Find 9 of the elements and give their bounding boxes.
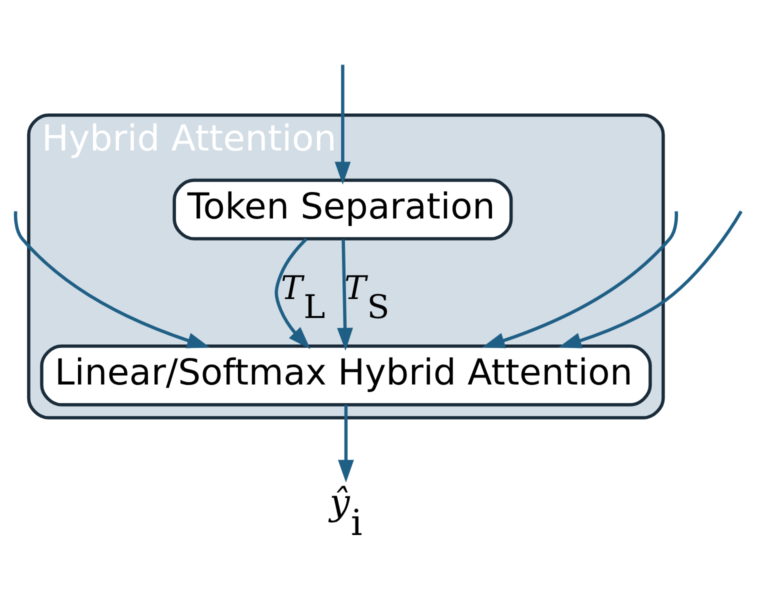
- arrow: [334, 64, 351, 184]
- arrow: [337, 238, 354, 350]
- arrow: [482, 210, 678, 348]
- arrow: [14, 210, 210, 348]
- arrow: [558, 210, 743, 348]
- node-box: Linear/Softmax Hybrid Attention: [40, 344, 652, 406]
- arrow: [338, 404, 354, 482]
- arrow: [274, 237, 310, 349]
- node-box: Token Separation: [172, 178, 513, 240]
